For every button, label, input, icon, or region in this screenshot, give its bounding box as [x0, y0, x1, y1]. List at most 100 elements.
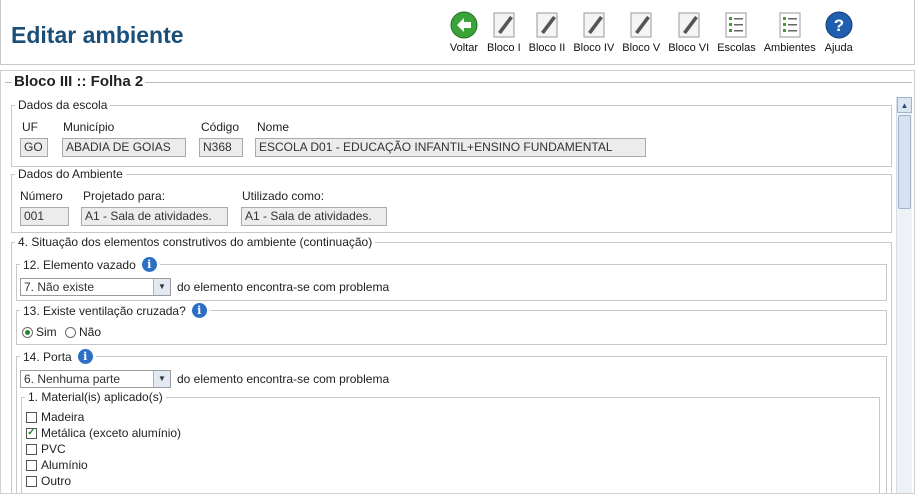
bloco-i-label: Bloco I: [487, 42, 521, 54]
main-legend: Bloco III :: Folha 2: [12, 73, 146, 90]
codigo-field: N368: [199, 138, 243, 157]
main-panel: Bloco III :: Folha 2 Dados da escola UF …: [0, 70, 915, 494]
dados-ambiente-legend: Dados do Ambiente: [15, 167, 126, 181]
bloco-vi-button[interactable]: Bloco VI: [668, 10, 709, 54]
main-divider: [5, 82, 912, 83]
page-header: Editar ambiente Voltar Bloco I Bloco II …: [0, 0, 915, 65]
utilizado-field: A1 - Sala de atividades.: [241, 207, 387, 226]
checkbox-outro[interactable]: Outro: [26, 474, 71, 488]
q13-nao-label: Não: [79, 325, 102, 339]
metalica-label: Metálica (exceto alumínio): [41, 426, 182, 440]
bloco-v-button[interactable]: Bloco V: [622, 10, 660, 54]
municipio-field: ABADIA DE GOIAS: [62, 138, 186, 157]
pencil-icon: [532, 10, 562, 40]
checkbox-unchecked-icon: [26, 443, 37, 455]
ambientes-label: Ambientes: [763, 42, 816, 54]
bloco-i-button[interactable]: Bloco I: [487, 10, 521, 54]
dados-escola-legend: Dados da escola: [15, 98, 111, 112]
voltar-label: Voltar: [449, 42, 479, 54]
info-icon[interactable]: i: [191, 303, 207, 318]
uf-label: UF: [22, 120, 38, 134]
ajuda-label: Ajuda: [824, 42, 853, 54]
nome-field: ESCOLA D01 - EDUCAÇÃO INFANTIL+ENSINO FU…: [255, 138, 646, 157]
checkbox-unchecked-icon: [26, 475, 37, 487]
projetado-field: A1 - Sala de atividades.: [81, 207, 228, 226]
checkbox-metalica[interactable]: ✓ Metálica (exceto alumínio): [26, 426, 181, 440]
pencil-icon: [626, 10, 656, 40]
numero-field: 001: [20, 207, 69, 226]
bloco-v-label: Bloco V: [622, 42, 661, 54]
municipio-label: Município: [63, 120, 115, 134]
checkbox-pvc[interactable]: PVC: [26, 442, 66, 456]
q13-radio-nao[interactable]: Não: [65, 325, 101, 339]
bloco-iv-label: Bloco IV: [573, 42, 615, 54]
q14-select[interactable]: 6. Nenhuma parte ▼: [20, 370, 171, 388]
q12-select-value: 7. Não existe: [24, 280, 95, 294]
pencil-icon: [579, 10, 609, 40]
q12-legend: 12. Elemento vazado i: [20, 257, 160, 272]
back-arrow-icon: [449, 10, 479, 40]
escolas-label: Escolas: [717, 42, 756, 54]
q13-sim-label: Sim: [36, 325, 57, 339]
radio-selected-icon: [22, 326, 33, 338]
pencil-icon: [674, 10, 704, 40]
checkbox-madeira[interactable]: Madeira: [26, 410, 84, 424]
dados-escola-fieldset: Dados da escola UF Município Código Nome…: [11, 98, 892, 167]
vertical-scrollbar[interactable]: ▲: [896, 97, 912, 493]
q12-suffix: do elemento encontra-se com problema: [177, 280, 390, 294]
q14-suffix: do elemento encontra-se com problema: [177, 372, 390, 386]
codigo-label: Código: [201, 120, 240, 134]
materiais-fieldset: 1. Material(is) aplicado(s) Madeira ✓ Me…: [21, 390, 880, 493]
bloco-iv-button[interactable]: Bloco IV: [573, 10, 614, 54]
madeira-label: Madeira: [41, 410, 85, 424]
svg-text:?: ?: [834, 16, 844, 35]
q12-select[interactable]: 7. Não existe ▼: [20, 278, 171, 296]
uf-field: GO: [20, 138, 48, 157]
nome-label: Nome: [257, 120, 290, 134]
situacao-fieldset: 4. Situação dos elementos construtivos d…: [11, 235, 892, 493]
checkbox-aluminio[interactable]: Alumínio: [26, 458, 88, 472]
list-icon: [721, 10, 751, 40]
utilizado-label: Utilizado como:: [242, 189, 325, 203]
bloco-vi-label: Bloco VI: [668, 42, 710, 54]
aluminio-label: Alumínio: [41, 458, 88, 472]
info-icon[interactable]: i: [77, 349, 93, 364]
escolas-button[interactable]: Escolas: [717, 10, 756, 54]
projetado-label: Projetado para:: [83, 189, 166, 203]
info-icon[interactable]: i: [141, 257, 157, 272]
ambientes-button[interactable]: Ambientes: [764, 10, 816, 54]
chevron-down-icon: ▼: [153, 371, 170, 387]
checkbox-unchecked-icon: [26, 459, 37, 471]
checkbox-unchecked-icon: [26, 411, 37, 423]
q14-fieldset: 14. Porta i 6. Nenhuma parte ▼ do elemen…: [16, 349, 887, 493]
page-title: Editar ambiente: [11, 22, 184, 48]
help-icon: ?: [824, 10, 854, 40]
q12-fieldset: 12. Elemento vazado i 7. Não existe ▼ do…: [16, 257, 887, 301]
q14-select-value: 6. Nenhuma parte: [24, 372, 121, 386]
outro-label: Outro: [41, 474, 72, 488]
q12-legend-text: 12. Elemento vazado: [23, 257, 136, 272]
scroll-up-icon[interactable]: ▲: [897, 97, 912, 113]
radio-unselected-icon: [65, 326, 76, 338]
dados-ambiente-fieldset: Dados do Ambiente Número Projetado para:…: [11, 167, 892, 233]
checkbox-checked-icon: ✓: [26, 427, 37, 439]
q13-legend: 13. Existe ventilação cruzada? i: [20, 303, 210, 318]
ajuda-button[interactable]: ? Ajuda: [824, 10, 854, 54]
q14-legend: 14. Porta i: [20, 349, 96, 364]
list-icon: [775, 10, 805, 40]
chevron-down-icon: ▼: [153, 279, 170, 295]
bloco-ii-label: Bloco II: [528, 42, 566, 54]
materiais-legend: 1. Material(is) aplicado(s): [25, 390, 166, 404]
pvc-label: PVC: [41, 442, 66, 456]
voltar-button[interactable]: Voltar: [449, 10, 479, 54]
q13-radio-sim[interactable]: Sim: [22, 325, 57, 339]
scroll-thumb[interactable]: [898, 115, 911, 209]
situacao-legend: 4. Situação dos elementos construtivos d…: [15, 235, 376, 249]
q13-legend-text: 13. Existe ventilação cruzada?: [23, 303, 186, 318]
q13-fieldset: 13. Existe ventilação cruzada? i Sim Não: [16, 303, 887, 345]
toolbar: Voltar Bloco I Bloco II Bloco IV Bloco V: [445, 10, 858, 54]
q14-legend-text: 14. Porta: [23, 349, 72, 364]
numero-label: Número: [20, 189, 63, 203]
pencil-icon: [489, 10, 519, 40]
bloco-ii-button[interactable]: Bloco II: [528, 10, 566, 54]
